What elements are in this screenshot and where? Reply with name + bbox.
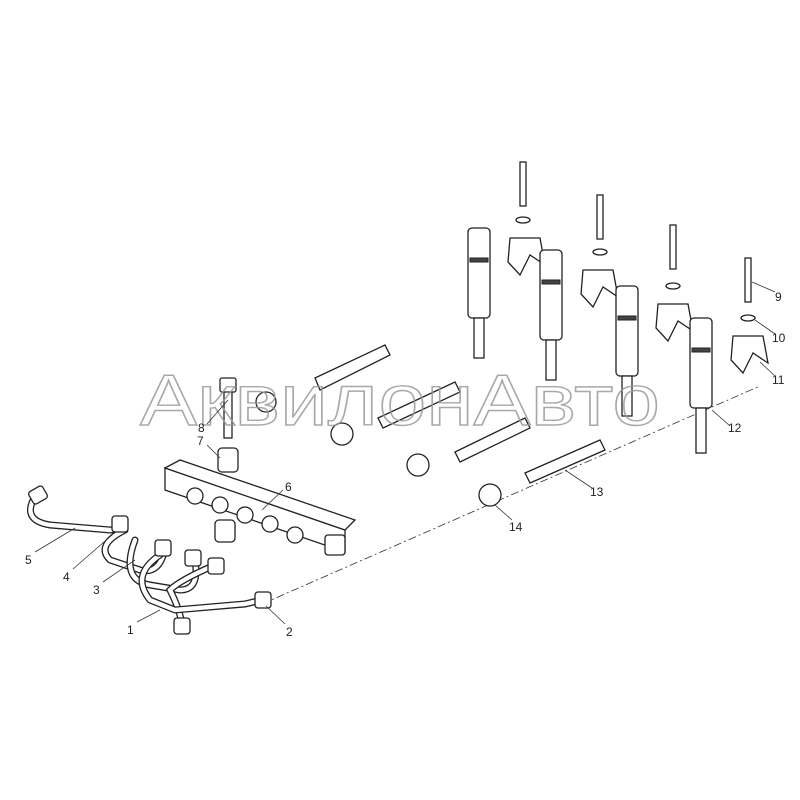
- fuel-pipes: [26, 485, 272, 635]
- callout-5: 5: [25, 553, 32, 567]
- callout-10: 10: [772, 331, 786, 345]
- callout-13: 13: [590, 485, 604, 499]
- center-axis-line: [261, 385, 761, 605]
- callout-12: 12: [728, 421, 742, 435]
- pressure-connectors: [314, 344, 606, 484]
- callout-3: 3: [93, 583, 100, 597]
- callout-7: 7: [197, 434, 204, 448]
- callout-11: 11: [772, 373, 785, 387]
- watermark: АквилонАвто: [140, 361, 660, 441]
- nuts: [255, 391, 502, 507]
- fuel-rail: [163, 459, 357, 556]
- leader-lines: [34, 281, 776, 625]
- callout-2: 2: [286, 625, 293, 639]
- injectors: [467, 161, 769, 454]
- spacer-7: [217, 447, 239, 473]
- callout-14: 14: [509, 520, 523, 534]
- callout-labels: 1 2 3 4 5 6 7 8 9 10 11 12 13 14: [25, 290, 786, 639]
- callout-9: 9: [775, 290, 782, 304]
- callout-4: 4: [63, 570, 70, 584]
- callout-6: 6: [285, 480, 292, 494]
- callout-1: 1: [127, 623, 134, 637]
- callout-8: 8: [198, 421, 205, 435]
